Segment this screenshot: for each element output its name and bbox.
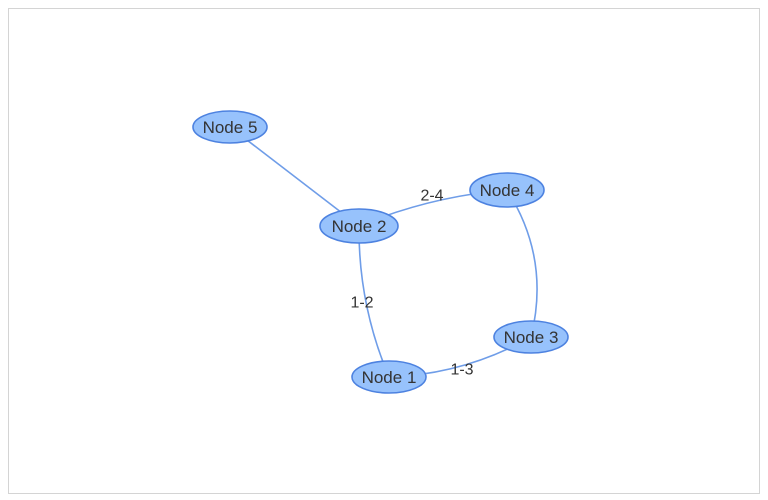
graph-edge-4-3[interactable]: [506, 189, 538, 338]
network-panel: [8, 8, 760, 494]
graph-node-shape-1: [351, 360, 427, 394]
graph-node-4[interactable]: Node 4: [469, 172, 545, 208]
graph-node-shape-2: [319, 208, 399, 244]
graph-node-label-5: Node 5: [203, 118, 258, 137]
graph-node-label-3: Node 3: [504, 328, 559, 347]
graph-node-1[interactable]: Node 1: [351, 360, 427, 394]
graph-node-label-2: Node 2: [332, 217, 387, 236]
edges-layer: [229, 126, 538, 378]
graph-edge-label-2-4: 2-4: [420, 188, 443, 205]
graph-node-2[interactable]: Node 2: [319, 208, 399, 244]
graph-node-shape-4: [469, 172, 545, 208]
graph-edge-label-1-3: 1-3: [450, 362, 473, 379]
edge-labels-layer: 2-4 1-2 1-3: [350, 188, 473, 379]
graph-node-shape-5: [192, 110, 268, 144]
graph-node-shape-3: [493, 320, 569, 354]
graph-node-3[interactable]: Node 3: [493, 320, 569, 354]
graph-edge-label-2-1: 1-2: [350, 295, 373, 312]
graph-node-label-1: Node 1: [362, 368, 417, 387]
graph-edge-2-1[interactable]: [358, 225, 390, 378]
nodes-layer: Node 1 Node 2 Node 3 Node 4 Node 5: [192, 110, 569, 394]
graph-node-5[interactable]: Node 5: [192, 110, 268, 144]
graph-node-label-4: Node 4: [480, 181, 535, 200]
